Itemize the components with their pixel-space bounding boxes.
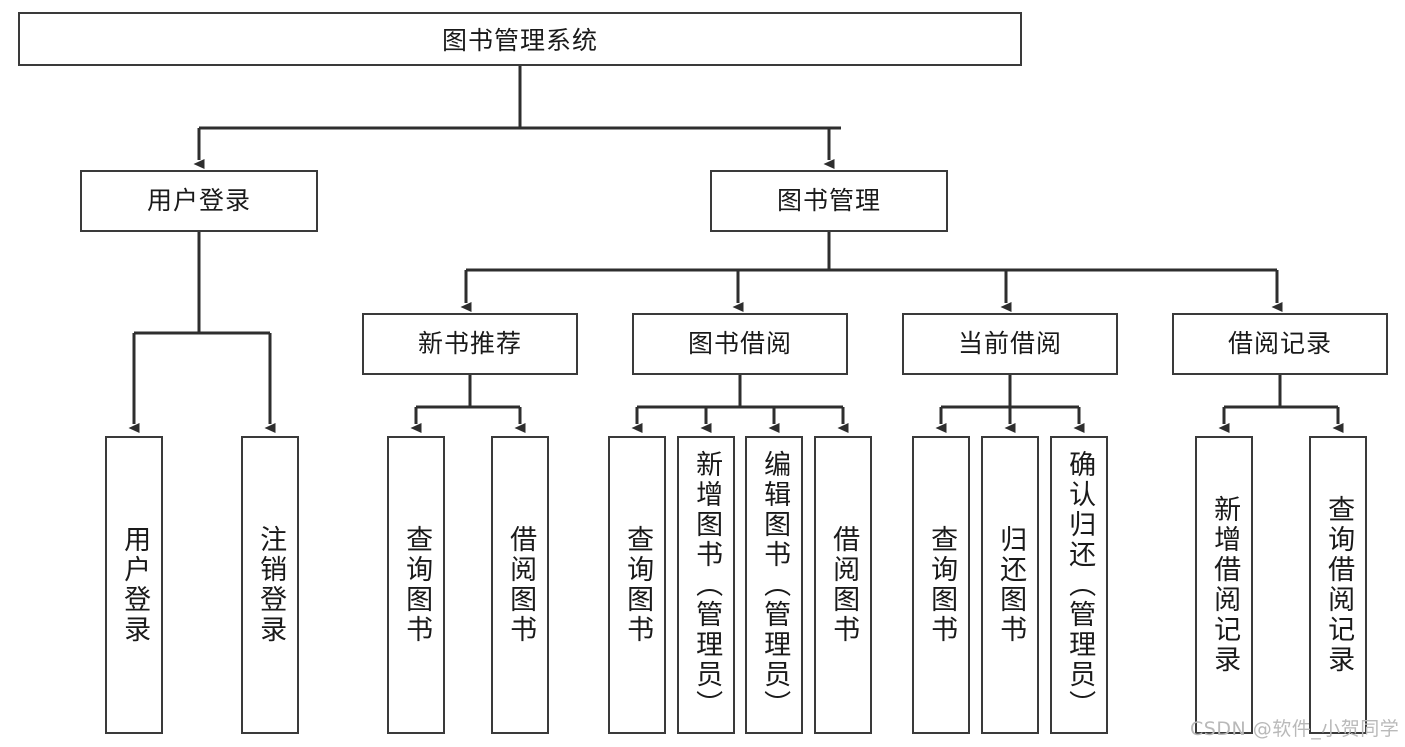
leaf-return-book-label: 归还图书 [995,525,1027,645]
node-book-borrow-label: 图书借阅 [687,329,792,359]
leaf-query-book-3-label: 查询图书 [926,525,958,645]
node-user-login-label: 用户登录 [146,186,251,216]
leaf-edit-book-label: 编辑图书（管理员） [759,450,791,720]
node-borrow-record-label: 借阅记录 [1227,329,1332,359]
leaf-confirm-return-label: 确认归还（管理员） [1064,450,1096,720]
leaf-logout-login-label: 注销登录 [255,525,287,645]
leaf-return-book[interactable]: 归还图书 [981,436,1039,734]
node-new-book-recommend-label: 新书推荐 [417,329,522,359]
node-book-borrow[interactable]: 图书借阅 [632,313,848,375]
node-user-login[interactable]: 用户登录 [80,170,318,232]
leaf-borrow-book-2-label: 借阅图书 [828,525,860,645]
leaf-user-login[interactable]: 用户登录 [105,436,163,734]
leaf-edit-book[interactable]: 编辑图书（管理员） [745,436,803,734]
leaf-user-login-label: 用户登录 [119,525,151,645]
node-book-manage-label: 图书管理 [776,186,881,216]
leaf-query-book-1-label: 查询图书 [401,525,433,645]
leaf-borrow-book-1[interactable]: 借阅图书 [491,436,549,734]
leaf-add-record-label: 新增借阅记录 [1209,495,1241,675]
leaf-query-book-2[interactable]: 查询图书 [608,436,666,734]
leaf-add-book[interactable]: 新增图书（管理员） [677,436,735,734]
leaf-borrow-book-2[interactable]: 借阅图书 [814,436,872,734]
leaf-add-record[interactable]: 新增借阅记录 [1195,436,1253,734]
watermark-csdn: CSDN @软件_小贺同学 [1190,718,1400,740]
leaf-logout-login[interactable]: 注销登录 [241,436,299,734]
node-root-system[interactable]: 图书管理系统 [18,12,1022,66]
leaf-query-book-2-label: 查询图书 [622,525,654,645]
node-new-book-recommend[interactable]: 新书推荐 [362,313,578,375]
leaf-query-record[interactable]: 查询借阅记录 [1309,436,1367,734]
node-current-borrow[interactable]: 当前借阅 [902,313,1118,375]
leaf-borrow-book-1-label: 借阅图书 [505,525,537,645]
leaf-query-book-1[interactable]: 查询图书 [387,436,445,734]
node-current-borrow-label: 当前借阅 [957,329,1062,359]
node-book-manage[interactable]: 图书管理 [710,170,948,232]
leaf-confirm-return[interactable]: 确认归还（管理员） [1050,436,1108,734]
leaf-query-book-3[interactable]: 查询图书 [912,436,970,734]
node-root-label: 图书管理系统 [441,26,598,55]
node-borrow-record[interactable]: 借阅记录 [1172,313,1388,375]
leaf-add-book-label: 新增图书（管理员） [691,450,723,720]
leaf-query-record-label: 查询借阅记录 [1323,495,1355,675]
